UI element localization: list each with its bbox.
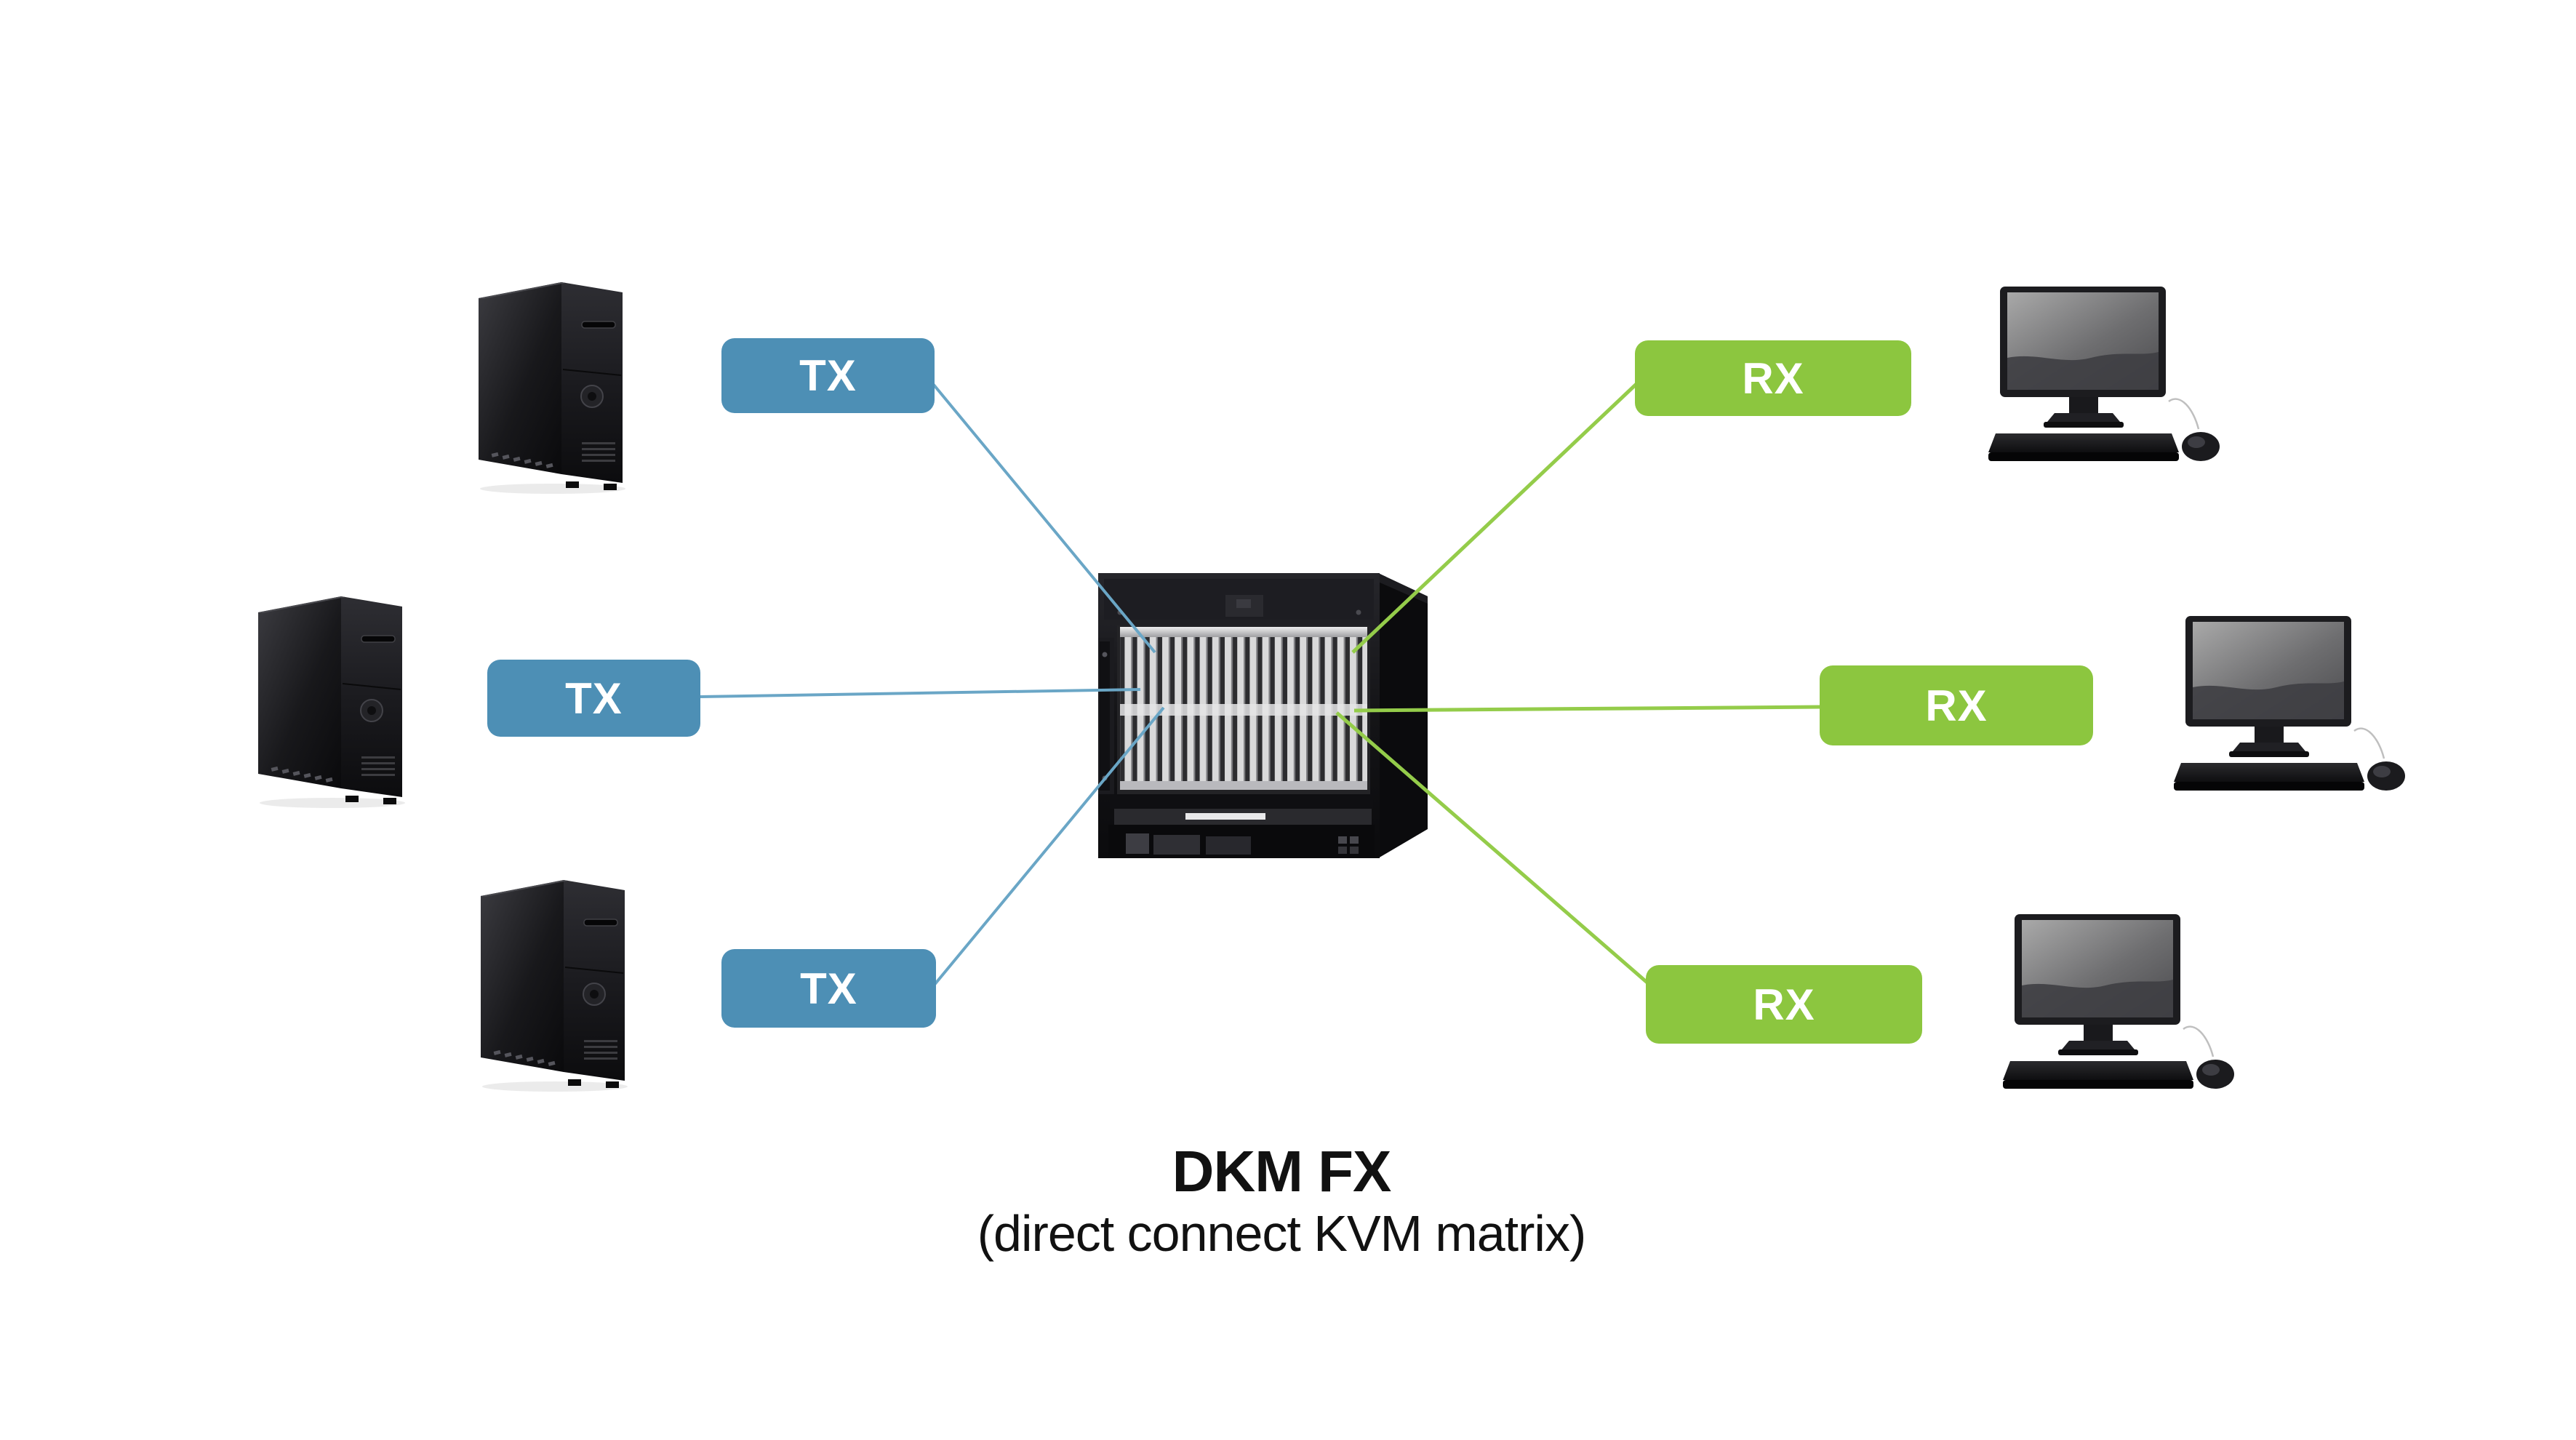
monitor-keyboard-mouse-graphic xyxy=(2003,914,2234,1089)
matrix-chassis-graphic xyxy=(1098,573,1428,858)
workstation-3 xyxy=(2000,913,2240,1098)
rx-node-2: RX xyxy=(1820,665,2093,745)
rx-node-2-label: RX xyxy=(1925,681,1988,730)
tx-node-3: TX xyxy=(721,949,936,1028)
source-computer-2 xyxy=(252,591,405,809)
tx-node-1-label: TX xyxy=(799,351,857,400)
tx-node-1: TX xyxy=(721,338,935,413)
monitor-keyboard-mouse-graphic xyxy=(2174,616,2405,791)
dkm-fx-matrix-chassis xyxy=(1098,569,1429,860)
computer-tower-graphic xyxy=(481,880,628,1092)
workstation-1 xyxy=(1985,285,2225,471)
diagram-subtitle: (direct connect KVM matrix) xyxy=(977,1204,1587,1262)
rx-node-1: RX xyxy=(1635,340,1911,416)
computer-tower-graphic xyxy=(258,596,405,808)
source-computer-3 xyxy=(475,874,628,1092)
tx-node-2-label: TX xyxy=(565,673,623,723)
computer-tower-graphic xyxy=(479,282,625,494)
rx-node-1-label: RX xyxy=(1742,353,1804,403)
tx-node-2: TX xyxy=(487,660,700,737)
rx-node-3: RX xyxy=(1646,965,1922,1044)
diagram-title: DKM FX xyxy=(1172,1139,1392,1204)
diagram-caption: DKM FX (direct connect KVM matrix) xyxy=(918,1139,1645,1263)
monitor-keyboard-mouse-graphic xyxy=(1988,287,2220,461)
source-computer-1 xyxy=(473,276,625,495)
tx-node-3-label: TX xyxy=(800,964,857,1013)
rx-node-3-label: RX xyxy=(1753,980,1815,1029)
tx2-cable xyxy=(700,688,1141,698)
workstation-2 xyxy=(2171,615,2411,800)
